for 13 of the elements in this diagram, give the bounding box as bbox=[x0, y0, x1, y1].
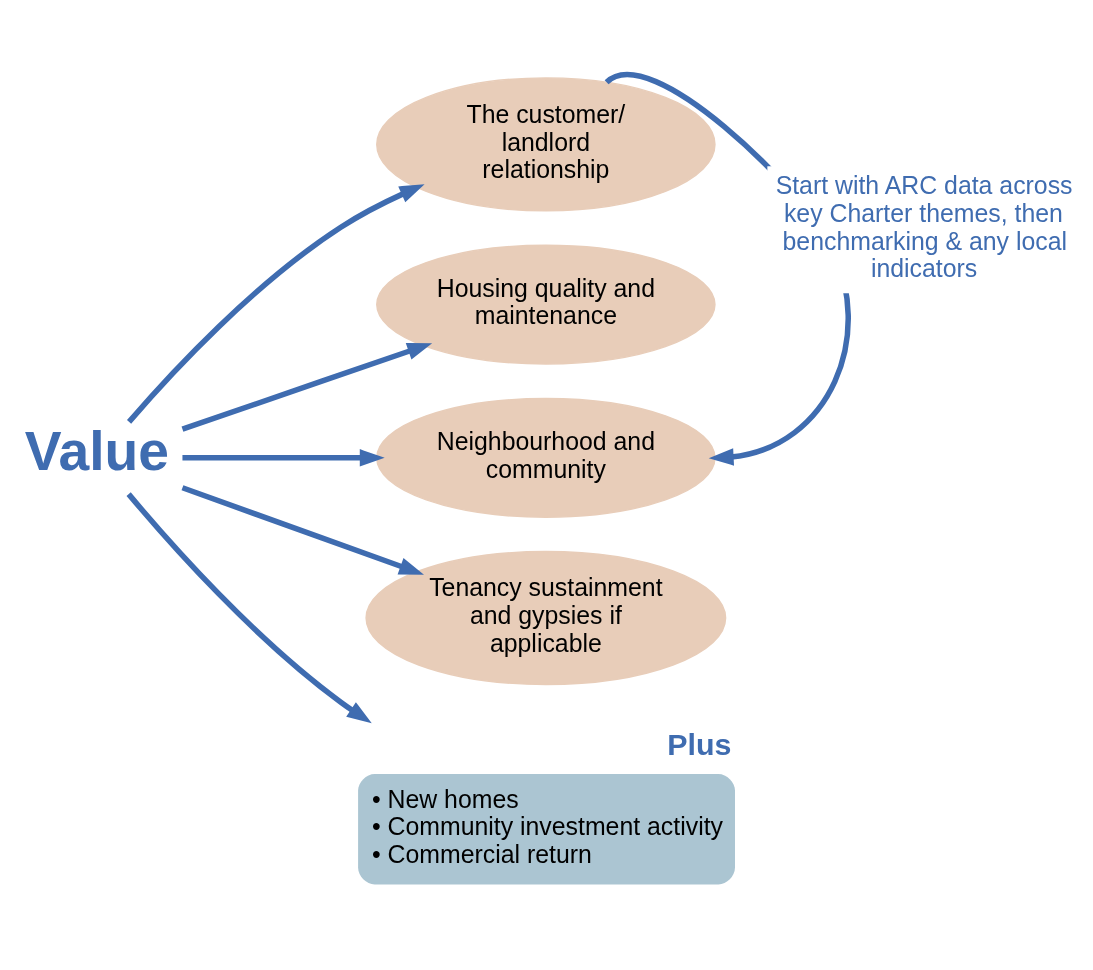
node-ellipse: Housing quality and maintenance bbox=[376, 244, 716, 365]
arrow bbox=[181, 485, 424, 575]
edge-label: Start with ARC data across key Charter themes, then benchmarking & any local indicators bbox=[775, 172, 1073, 283]
node-ellipse: The customer/ landlord relationship bbox=[376, 77, 716, 212]
node-text: Value bbox=[24, 420, 169, 483]
node-ellipse: Tenancy sustainment and gypsies if applicable bbox=[365, 550, 727, 686]
node-box: • New homes • Community investment activity • Commercial return bbox=[358, 774, 735, 885]
arrow bbox=[181, 343, 433, 432]
arrow bbox=[182, 449, 385, 467]
arrow bbox=[126, 492, 372, 724]
arrow bbox=[127, 184, 425, 424]
node-ellipse: Neighbourhood and community bbox=[376, 397, 716, 518]
node-label: Plus bbox=[667, 728, 732, 762]
